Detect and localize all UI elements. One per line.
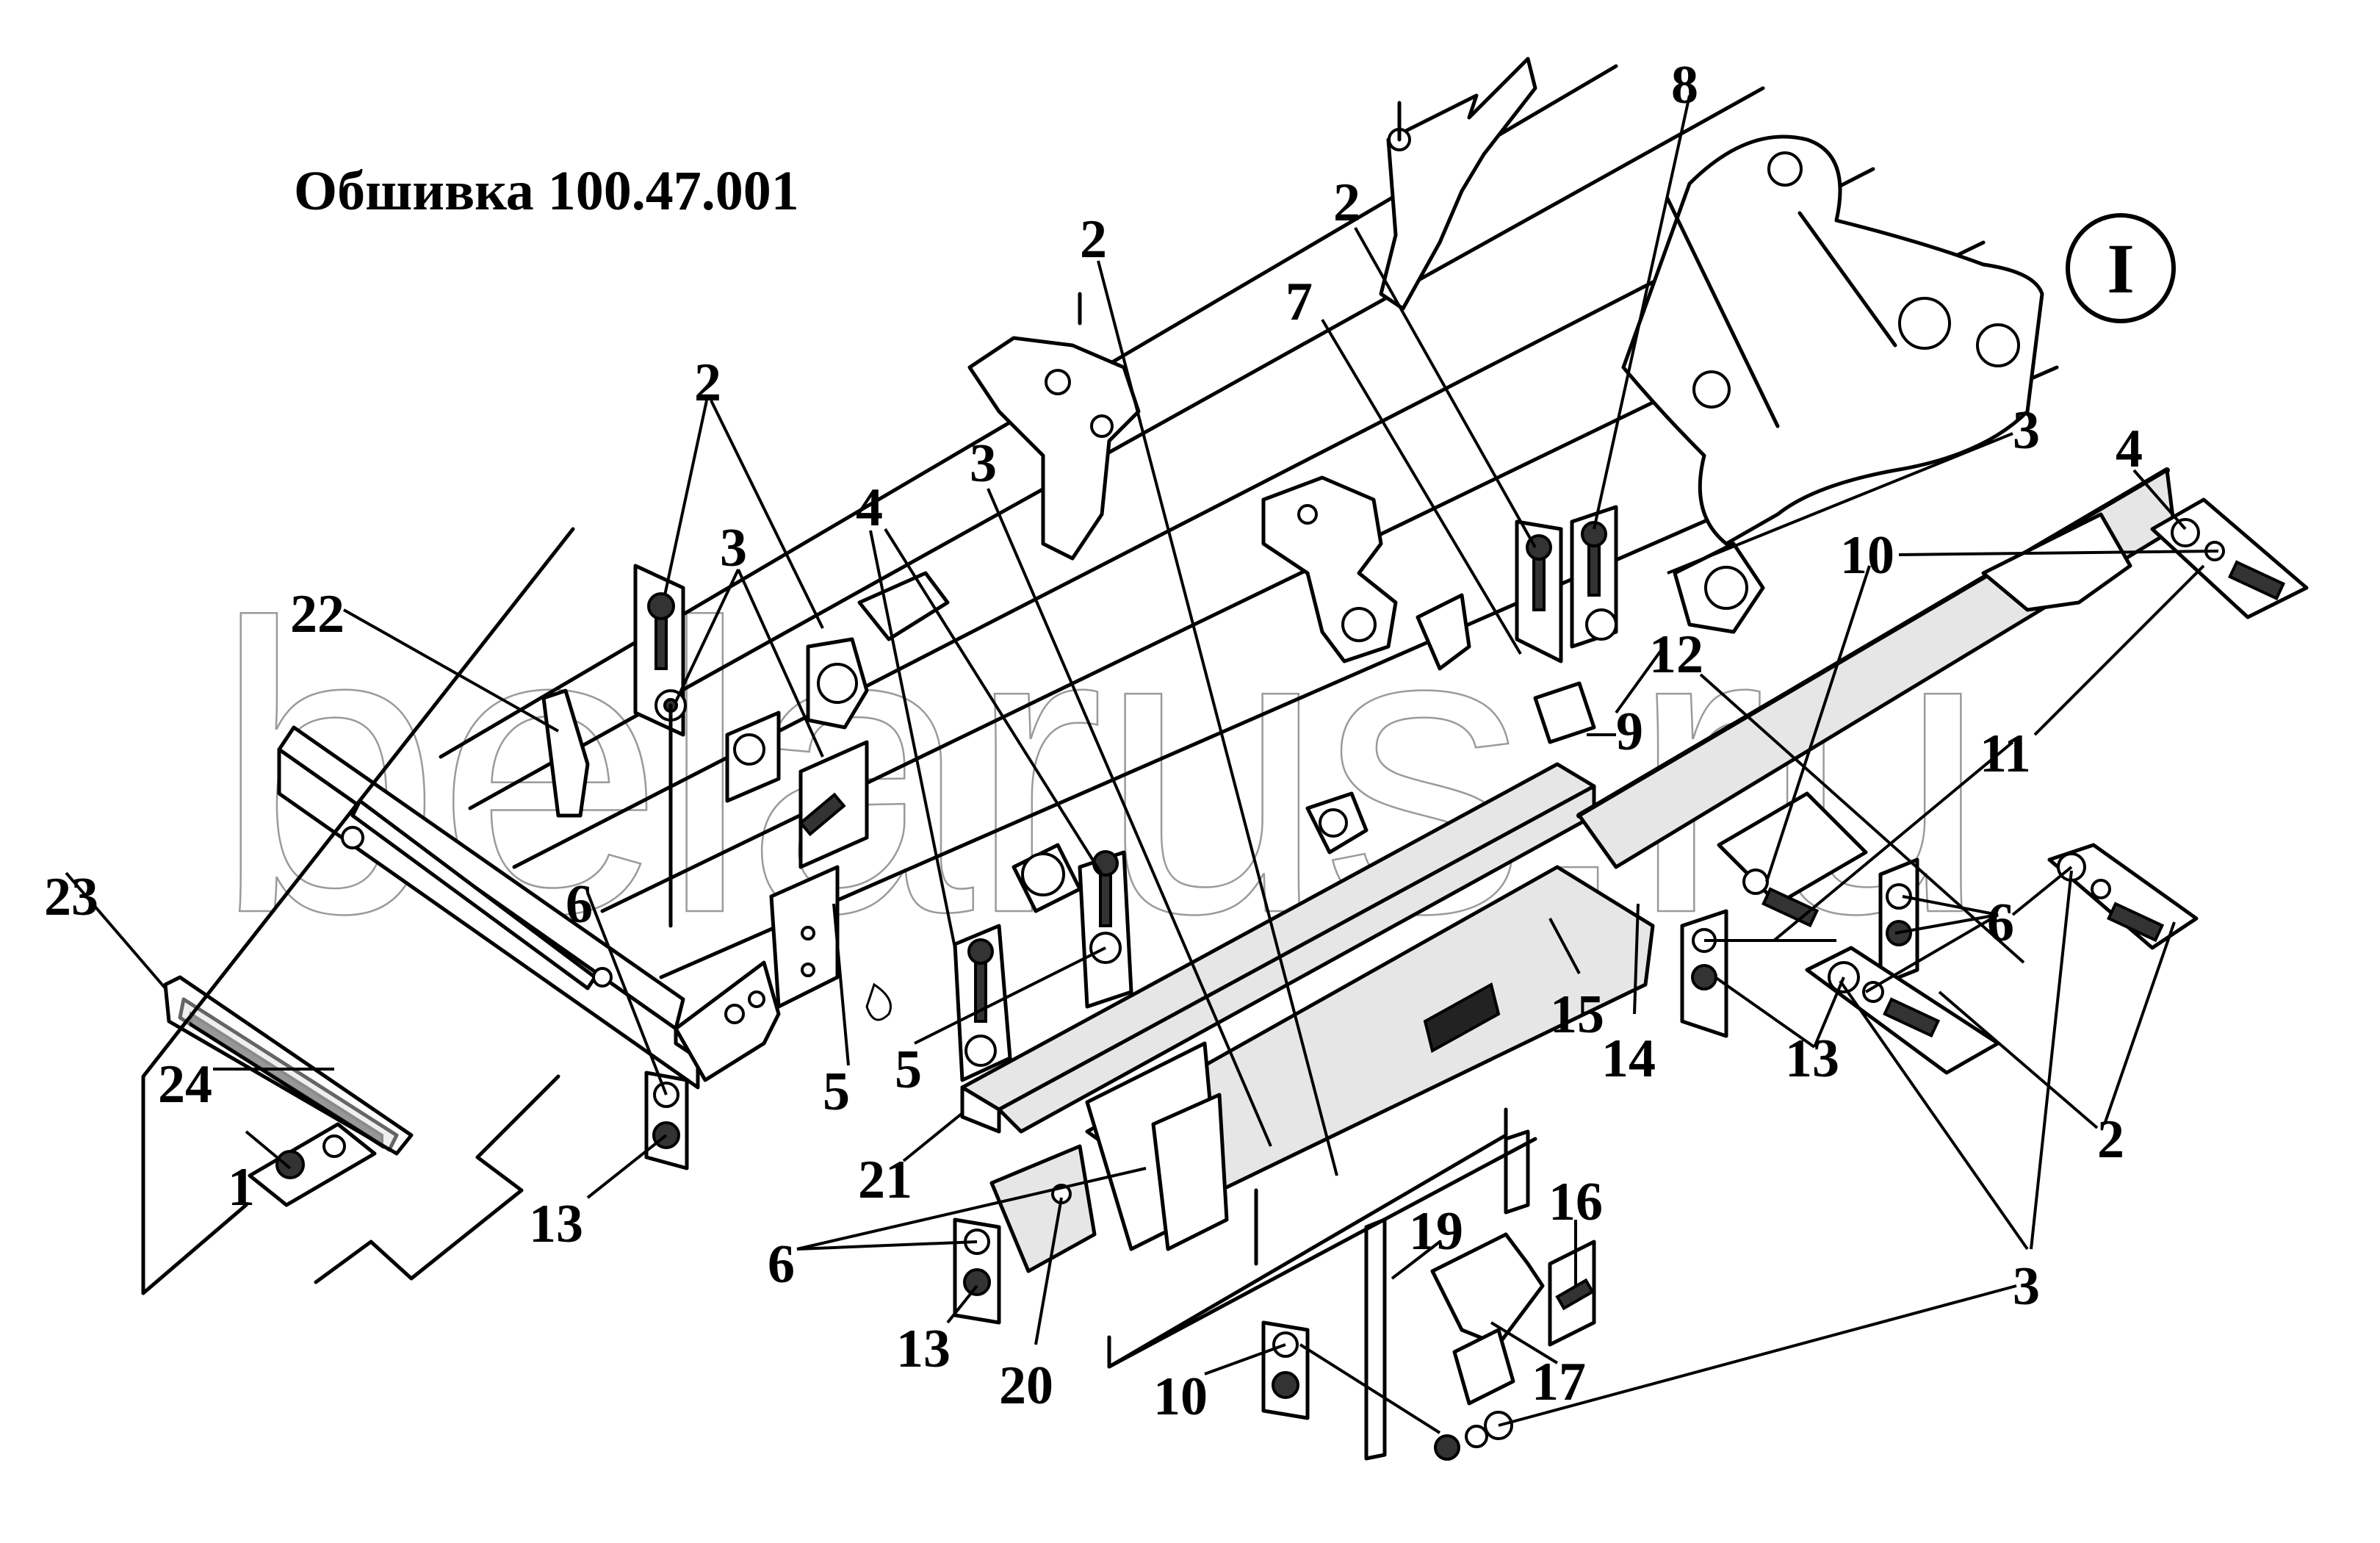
front-panel-22	[277, 688, 892, 1090]
callout-7: 7	[1285, 272, 1313, 332]
callout-13-bottom: 13	[896, 1319, 951, 1379]
callout-5-left: 5	[823, 1062, 850, 1122]
callout-6-left: 6	[566, 874, 593, 935]
callout-4-right: 4	[2116, 419, 2143, 479]
callout-24: 24	[158, 1054, 212, 1115]
callout-12: 12	[1649, 625, 1703, 685]
callout-2-upper-right: 2	[1333, 173, 1360, 233]
callout-4-left: 4	[856, 478, 883, 538]
diagram-title: Обшивка 100.47.001	[294, 160, 799, 222]
callout-13-right: 13	[1785, 1029, 1839, 1089]
view-marker-label: I	[2107, 229, 2134, 308]
callout-10-bottom: 10	[1153, 1367, 1208, 1427]
callout-2-right: 2	[2097, 1109, 2124, 1170]
callout-15: 15	[1550, 985, 1604, 1045]
callout-3-left: 3	[720, 518, 747, 578]
callout-22: 22	[290, 584, 345, 644]
callout-19: 19	[1409, 1201, 1463, 1262]
callout-14: 14	[1601, 1029, 1656, 1089]
callout-labels: 22 23 24 1 2 3 4 5 5 2 3 7 2 8 3 4 10 12…	[44, 55, 2143, 1427]
callout-16: 16	[1548, 1172, 1603, 1232]
callout-2-mid: 2	[1080, 209, 1107, 270]
callout-6-bottom: 6	[768, 1234, 795, 1295]
bumper-beam	[960, 467, 2177, 1207]
callout-10-right: 10	[1840, 525, 1894, 586]
callout-21: 21	[858, 1150, 912, 1210]
callout-1: 1	[228, 1157, 255, 1218]
view-marker: I	[2066, 213, 2176, 323]
lower-brackets	[989, 1041, 1545, 1461]
callout-11: 11	[1980, 724, 2031, 784]
callout-23: 23	[44, 867, 98, 927]
callout-6-right: 6	[1987, 893, 2014, 953]
callout-3-mid: 3	[970, 434, 997, 494]
callout-17: 17	[1532, 1352, 1586, 1412]
fastener-groups	[248, 497, 2309, 1420]
leader-lines	[65, 95, 2219, 1434]
callout-9: 9	[1616, 702, 1643, 762]
callout-20: 20	[999, 1356, 1053, 1416]
grille-outline	[141, 527, 575, 1295]
callout-13-left: 13	[529, 1194, 583, 1254]
callout-3-bottom-right: 3	[2013, 1256, 2040, 1317]
callout-5-center: 5	[895, 1040, 922, 1100]
callout-2-left: 2	[694, 353, 721, 413]
grille-23	[163, 975, 414, 1156]
callout-8: 8	[1671, 55, 1698, 115]
callout-3-upper-right: 3	[2013, 400, 2040, 461]
view-marker-circle	[2066, 213, 2176, 323]
